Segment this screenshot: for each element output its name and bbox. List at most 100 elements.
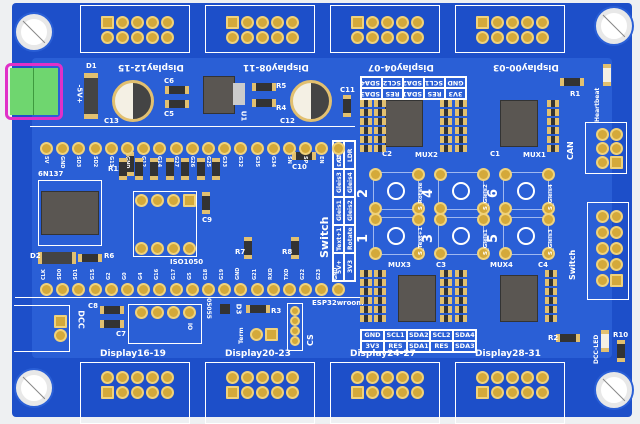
- iso-socket-pin: [151, 194, 164, 207]
- display-label-top: Display08-11: [243, 62, 309, 72]
- esp32-pin: [315, 142, 329, 155]
- mux-table-cell: 3V3: [361, 341, 384, 352]
- resistor: [455, 297, 467, 304]
- term-jumper-pin[interactable]: [265, 328, 278, 341]
- display-connector-bottom[interactable]: [205, 362, 315, 424]
- button-number: 4: [421, 188, 437, 199]
- switch-pin: [596, 274, 609, 287]
- power-terminal-block[interactable]: [10, 68, 58, 115]
- connector-pin: [366, 386, 379, 399]
- push-button[interactable]: [499, 213, 555, 260]
- resistor: [374, 118, 386, 125]
- display-label-bottom: Display16-19: [100, 349, 166, 359]
- display-connector-bottom[interactable]: [455, 362, 565, 424]
- esp32-pin-label: TXD: [284, 268, 290, 280]
- connector-pin: [131, 371, 144, 384]
- resistor: [440, 118, 452, 125]
- push-button[interactable]: [369, 213, 425, 260]
- button-cap-icon: [517, 227, 535, 245]
- power-terminal-highlight[interactable]: [5, 63, 63, 120]
- resistor: [360, 118, 372, 125]
- resistor: [360, 270, 372, 277]
- mux-table-cell: 3V3: [445, 88, 466, 99]
- resistor: [455, 100, 467, 107]
- esp32-pin: [185, 283, 199, 296]
- esp32-pin: [56, 142, 70, 155]
- switch-pin: [610, 242, 623, 255]
- esp32-pin-label: SD3: [75, 156, 82, 168]
- display-connector-top[interactable]: [455, 5, 565, 53]
- display-connector-top[interactable]: [80, 5, 190, 53]
- iso-socket-pin: [183, 194, 196, 207]
- resistor-column: [440, 270, 452, 322]
- resistor-column: [547, 100, 559, 152]
- switch-connector[interactable]: [587, 202, 629, 300]
- connector-pin: [396, 16, 409, 29]
- connector-pin: [381, 31, 394, 44]
- connector-pin: [536, 16, 549, 29]
- r12-label: R12: [108, 165, 124, 173]
- button-cap-icon: [452, 182, 470, 200]
- 05055-label: 05055: [204, 298, 212, 319]
- cs-header[interactable]: [287, 303, 303, 351]
- resistor: [360, 288, 372, 295]
- switch-pin: [596, 226, 609, 239]
- push-button[interactable]: [434, 213, 490, 260]
- push-button[interactable]: [499, 168, 555, 215]
- resistor: [374, 297, 386, 304]
- switch-table-cell: Rotate: [344, 225, 355, 253]
- capacitor-c10: [292, 152, 316, 160]
- connector-pin: [351, 386, 364, 399]
- iso-socket-pin: [167, 194, 180, 207]
- esp32-pin-label: G19: [219, 268, 226, 280]
- button-pin: [499, 213, 512, 226]
- esp32-pin: [331, 283, 345, 296]
- resistor-column: [374, 100, 386, 152]
- term-jumper-pin[interactable]: [250, 328, 263, 341]
- display-connector-top[interactable]: [330, 5, 440, 53]
- resistor-r10: [617, 340, 625, 362]
- esp-outline-top: [30, 126, 355, 127]
- resistor: [374, 145, 386, 152]
- display-connector-top[interactable]: [205, 5, 315, 53]
- switch-pin: [596, 258, 609, 271]
- resistor-r2: [556, 334, 580, 342]
- esp32-pin: [104, 142, 118, 155]
- d3-label: D3: [234, 303, 243, 315]
- resistor: [360, 100, 372, 107]
- button-pin: [542, 168, 555, 181]
- io-pin: [135, 306, 148, 319]
- esp32-pin: [153, 283, 167, 296]
- resistor: [545, 270, 557, 277]
- connector-pin: [116, 31, 129, 44]
- connector-pin: [396, 371, 409, 384]
- button-pin: [499, 168, 512, 181]
- connector-pin: [506, 386, 519, 399]
- switch-table-cell: 3V3: [344, 253, 355, 281]
- mux-table-cell: SCL1: [424, 77, 445, 88]
- esp32-pin-label: RXD: [267, 268, 274, 280]
- resistor: [374, 270, 386, 277]
- esp32-pin: [137, 142, 151, 155]
- can-connector[interactable]: [585, 122, 627, 174]
- resistor-r6: [78, 254, 102, 262]
- esp32-pin: [283, 142, 296, 155]
- display-connector-bottom[interactable]: [330, 362, 440, 424]
- io-connector[interactable]: [128, 304, 202, 344]
- cs-label: CS: [306, 334, 315, 346]
- esp32-pin-label: G4: [138, 272, 145, 280]
- io-pin: [151, 306, 164, 319]
- can-pin: [596, 128, 609, 141]
- push-button[interactable]: [434, 168, 490, 215]
- connector-pin: [506, 371, 519, 384]
- capacitor-c6: [165, 86, 189, 94]
- connector-pin: [226, 31, 239, 44]
- esp32-pin: [104, 283, 118, 296]
- iso1050-label: ISO1050: [170, 258, 204, 266]
- display-connector-bottom[interactable]: [80, 362, 190, 424]
- connector-pin: [506, 31, 519, 44]
- switch-title: Switch: [318, 216, 331, 258]
- esp32-pin: [202, 142, 215, 155]
- push-button[interactable]: [369, 168, 425, 215]
- mux1-label: MUX1: [523, 151, 546, 159]
